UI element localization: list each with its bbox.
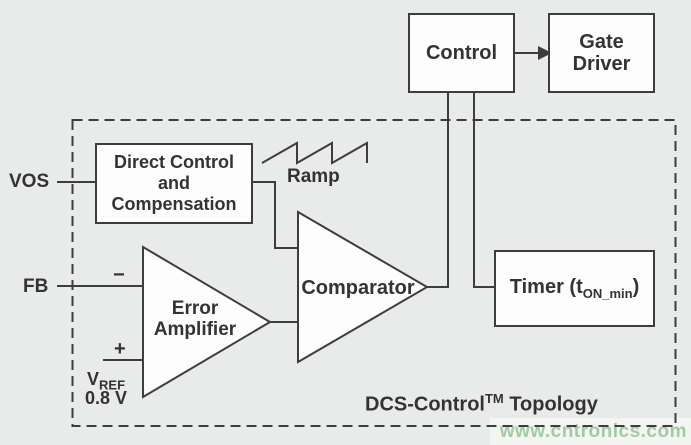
timer-subscript: ON_min: [582, 286, 633, 301]
gate-driver-block: Gate Driver: [548, 13, 655, 93]
ramp-label: Ramp: [287, 166, 340, 187]
direct-control-block-label: Direct Control and Compensation: [111, 152, 237, 214]
error-amplifier-triangle: [142, 245, 272, 399]
control-block: Control: [408, 13, 515, 93]
comparator-triangle: [297, 210, 429, 364]
diagram-title: DCS-ControlTM Topology: [365, 391, 598, 416]
fb-label: FB: [23, 276, 49, 297]
vref-value-label: 0.8 V: [85, 388, 128, 408]
arrow-right-icon: [538, 46, 552, 60]
control-to-timer-wire: [473, 93, 494, 288]
comparator-to-control-wire: [427, 93, 449, 288]
direct-control-block: Direct Control and Compensation: [95, 143, 253, 224]
comparator-label: Comparator: [301, 277, 415, 299]
dcs-topology-dashed-border: [71, 119, 677, 427]
timer-block: Timer (tON_min): [494, 250, 655, 327]
ramp-waveform-icon: [261, 141, 368, 165]
gate-driver-block-label: Gate Driver: [572, 31, 631, 75]
error-amplifier-label: Error Amplifier: [153, 298, 237, 340]
vref-subscript: REF: [99, 377, 126, 393]
timer-block-label: Timer (tON_min): [509, 276, 640, 301]
vref-label: VREF: [87, 369, 126, 393]
noninverting-input-plus-sign: +: [114, 338, 126, 360]
inverting-input-minus-sign: −: [113, 264, 125, 286]
direct-control-to-comparator-wire: [253, 181, 298, 249]
vos-label: VOS: [9, 171, 50, 192]
trademark-superscript: TM: [484, 391, 504, 406]
control-block-label: Control: [425, 41, 498, 64]
